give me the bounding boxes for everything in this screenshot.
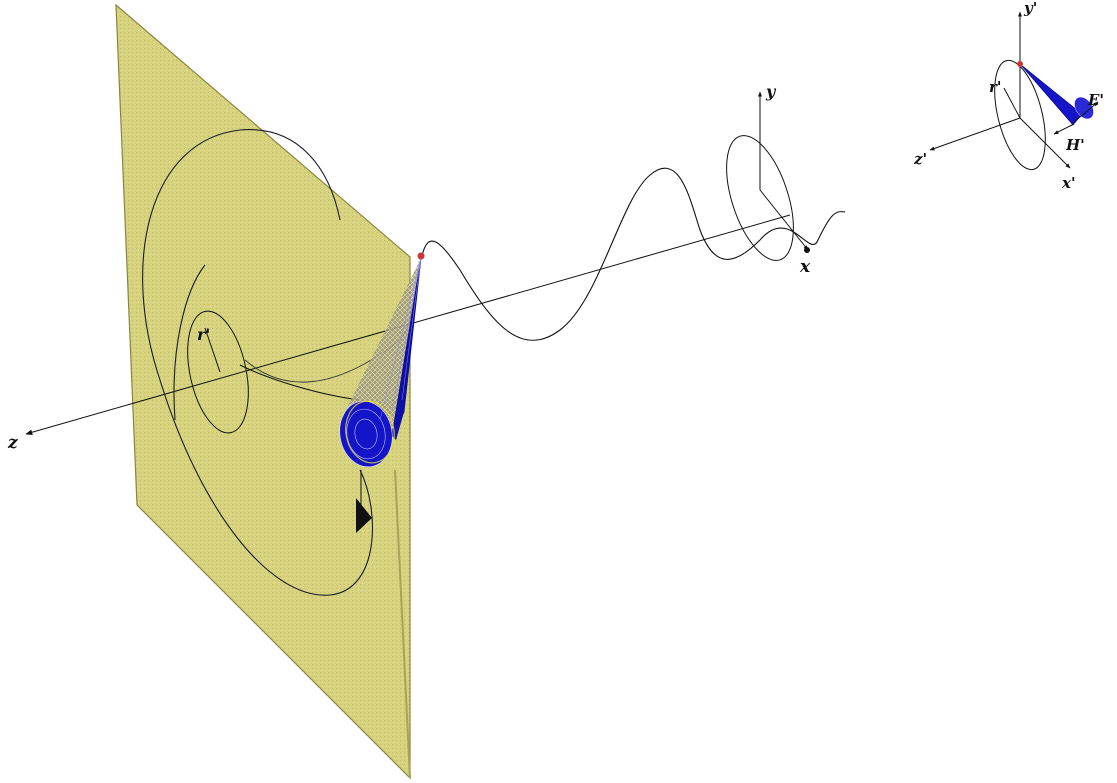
inset-z-axis-label: z': [913, 150, 927, 168]
x-axis-label: x: [799, 257, 811, 277]
inset-radius-label: r': [989, 78, 1002, 96]
y-axis-label: y: [765, 82, 777, 101]
cone-base-ring-1: [346, 408, 386, 460]
radius-label: r': [197, 325, 210, 344]
particle-marker: [417, 252, 425, 260]
emission-cone-shadow: [346, 258, 421, 436]
inset-radius-line: [1003, 87, 1021, 119]
inset-y-axis-label: y': [1023, 0, 1037, 17]
inset-z-axis-line: [929, 117, 1021, 151]
x-axis-line: [759, 189, 809, 251]
origin-helix-circle: [726, 135, 794, 261]
inset-e-field-arrow: [1073, 101, 1099, 123]
inset-x-axis-label: x': [1061, 174, 1076, 192]
inset-orbit-circle: [994, 59, 1046, 171]
x-axis-tip: [804, 247, 810, 253]
inset-e-field-label: E': [1087, 91, 1104, 109]
plane-edge-highlight: [394, 469, 411, 779]
inset-rest-frame: y' z' x' r' E' H': [913, 0, 1104, 192]
inset-emission-cone: [1019, 63, 1083, 126]
helical-trajectory: [421, 167, 846, 341]
rotation-arrow-icon: [356, 498, 372, 533]
spiral-trajectory-outer: [142, 129, 373, 596]
inset-h-field-arrow: [1053, 123, 1075, 135]
inset-cone-base: [1074, 96, 1094, 120]
emission-cone-face: [392, 258, 421, 440]
inset-particle-marker: [1017, 61, 1023, 67]
spiral-trajectory-outer-b: [173, 129, 341, 421]
cone-ribs: [379, 257, 422, 421]
inner-radius-line: [204, 327, 221, 373]
inset-h-field-label: H': [1065, 136, 1085, 154]
cone-base-ring-2: [354, 418, 378, 450]
inner-radius-loop: [187, 310, 249, 434]
z-axis-label: z: [7, 433, 18, 453]
cone-base-rim: [345, 400, 395, 464]
inner-spiral-tail: [239, 364, 361, 401]
